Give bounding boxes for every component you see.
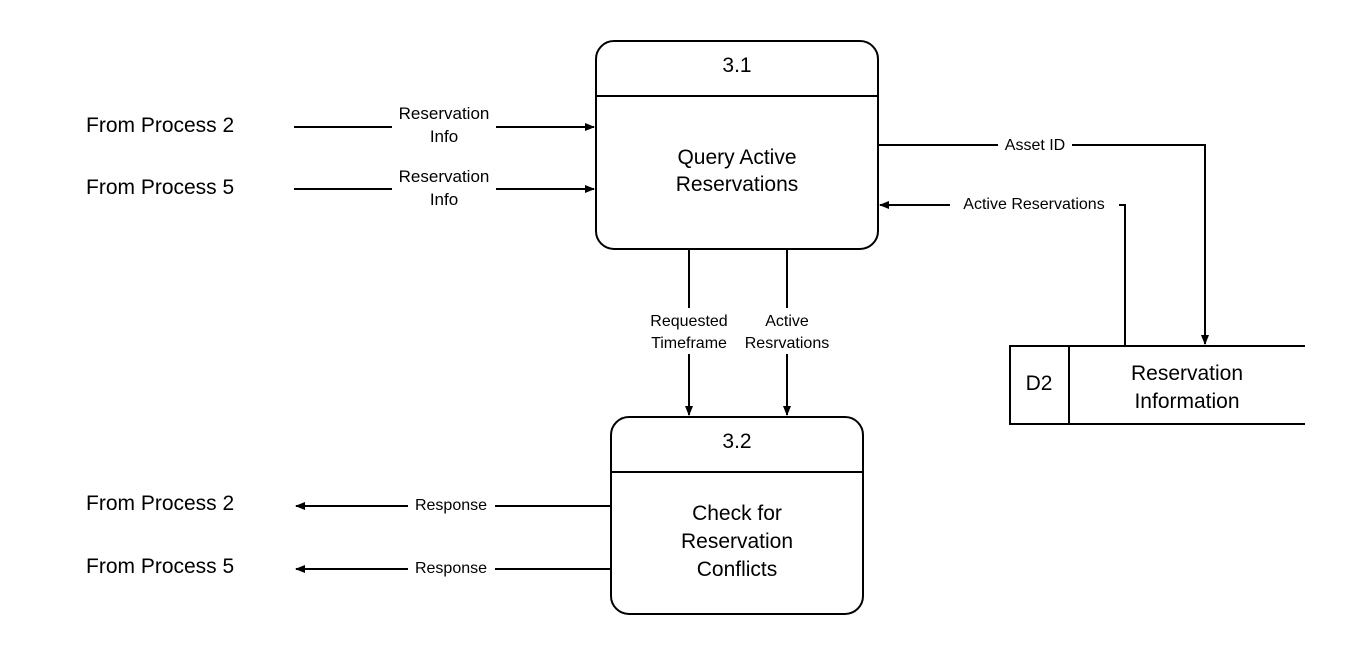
process-3-1[interactable]: 3.1 Query Active Reservations <box>595 40 879 250</box>
flow-reservation-info-1-line-2: Info <box>430 127 458 146</box>
flow-response-2-label: Response <box>415 560 487 577</box>
process-3-2-title-line-2: Reservation <box>681 530 793 553</box>
process-3-1-id: 3.1 <box>722 54 751 77</box>
flow-active-resrvations-line-2: Resrvations <box>745 335 829 352</box>
flow-active-resrvations-line-1: Active <box>765 313 809 330</box>
process-3-2-title-line-1: Check for <box>692 502 782 525</box>
process-3-2[interactable]: 3.2 Check for Reservation Conflicts <box>610 416 864 615</box>
datastore-d2[interactable]: D2 Reservation Information <box>1009 345 1305 425</box>
flow-reservation-info-2-line-2: Info <box>430 190 458 209</box>
flow-reservation-info-1[interactable]: Reservation Info <box>294 102 595 146</box>
flow-requested-timeframe-line-2: Timeframe <box>651 335 727 352</box>
flow-active-resrvations[interactable]: Active Resrvations <box>740 250 836 416</box>
flow-reservation-info-1-line-1: Reservation <box>399 104 490 123</box>
external-from-process-5-in: From Process 5 <box>86 176 234 199</box>
flow-asset-id[interactable]: Asset ID <box>878 134 1209 345</box>
process-3-2-title-line-3: Conflicts <box>697 558 778 581</box>
datastore-d2-id: D2 <box>1026 372 1053 395</box>
flow-asset-id-label: Asset ID <box>1005 137 1065 154</box>
flow-requested-timeframe[interactable]: Requested Timeframe <box>642 250 736 416</box>
flow-response-2[interactable]: Response <box>295 558 611 578</box>
flow-reservation-info-2-line-1: Reservation <box>399 167 490 186</box>
external-from-process-2-in: From Process 2 <box>86 114 234 137</box>
datastore-d2-name-line-2: Information <box>1134 390 1239 413</box>
process-3-2-id: 3.2 <box>722 430 751 453</box>
external-from-process-5-out: From Process 5 <box>86 555 234 578</box>
process-3-1-title-line-2: Reservations <box>676 173 799 196</box>
process-3-1-title-line-1: Query Active <box>677 146 796 169</box>
flow-active-reservations[interactable]: Active Reservations <box>879 193 1126 346</box>
datastore-d2-name-line-1: Reservation <box>1131 362 1243 385</box>
external-from-process-2-out: From Process 2 <box>86 492 234 515</box>
flow-response-1[interactable]: Response <box>295 495 611 515</box>
flow-requested-timeframe-line-1: Requested <box>650 313 727 330</box>
flow-reservation-info-2[interactable]: Reservation Info <box>294 165 595 209</box>
flow-active-reservations-label: Active Reservations <box>963 196 1104 213</box>
flow-response-1-label: Response <box>415 497 487 514</box>
